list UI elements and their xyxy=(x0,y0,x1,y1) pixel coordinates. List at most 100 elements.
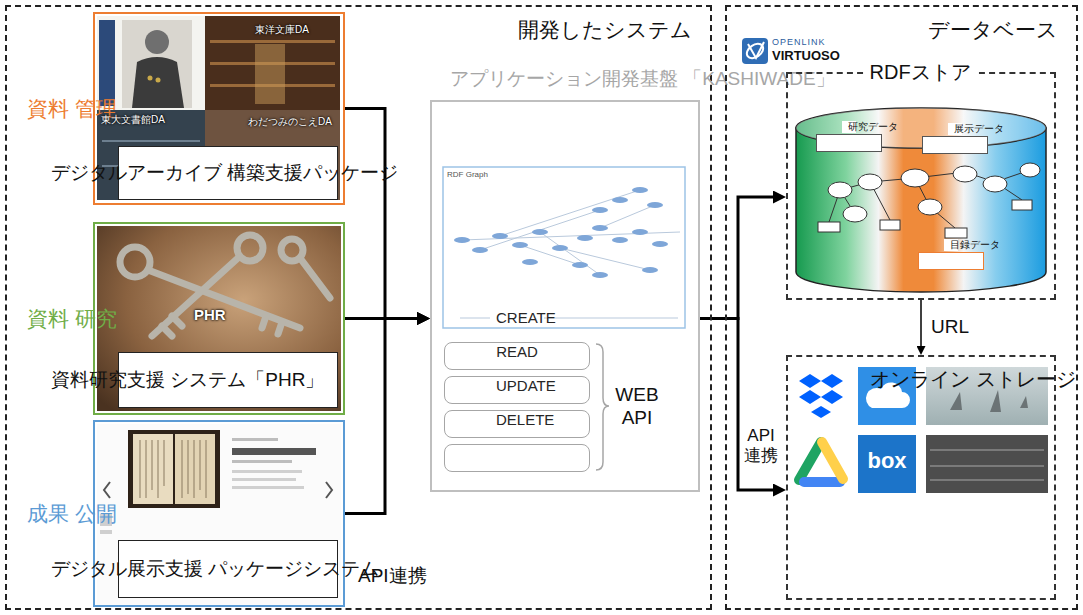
exhibit-page xyxy=(326,482,332,498)
platform-box: アプリケーション開発基盤 「KASHIWADE」CREATEREADUPDATE… xyxy=(430,100,700,492)
logo-text: OPENLINK xyxy=(772,37,826,48)
name-plate: デジタルアーカイブ 構築支援パッケージ xyxy=(118,146,338,200)
database-cylinder xyxy=(796,108,1046,292)
storage-icons xyxy=(950,390,1028,412)
connector xyxy=(345,319,422,514)
logo-text: VIRTUOSO xyxy=(772,48,840,64)
database-cylinder xyxy=(828,182,852,198)
keys-photo xyxy=(300,258,330,298)
api-method: UPDATE xyxy=(490,377,544,395)
rdf-graph-view xyxy=(612,237,628,243)
rdf-graph-view xyxy=(460,190,680,318)
exhibit-page xyxy=(182,440,206,498)
storage-icons xyxy=(821,374,843,388)
exhibit-page xyxy=(232,486,304,489)
keys-photo xyxy=(162,316,182,336)
database-cylinder xyxy=(829,170,1030,228)
database-cylinder xyxy=(818,163,1040,238)
rdf-graph-view xyxy=(443,167,685,328)
storage-icons xyxy=(821,390,843,404)
section-heading: 資料 管理 xyxy=(27,96,71,121)
brace xyxy=(596,344,609,470)
data-label: 目録データ xyxy=(944,239,958,251)
keys-photo xyxy=(262,316,282,334)
virtuoso-logo xyxy=(742,38,768,64)
section-heading: 資料 研究 xyxy=(27,306,71,331)
system-name: デジタルアーカイブ 構築支援パッケージ xyxy=(51,161,224,185)
data-label: 研究データ xyxy=(842,121,856,133)
rdf-graph-view xyxy=(577,235,593,241)
archive-photos xyxy=(205,16,340,110)
archive-photos xyxy=(99,20,115,106)
archive-photos xyxy=(255,44,285,104)
api-label: WEB API xyxy=(614,384,660,430)
region-title: 開発したシステム xyxy=(518,17,692,42)
keys-photo xyxy=(152,258,238,336)
platform-title: アプリケーション開発基盤 「KASHIWADE」 xyxy=(444,68,686,91)
data-tag: 目録データ xyxy=(918,252,984,270)
exhibit-page xyxy=(232,478,296,481)
exhibit-page xyxy=(100,514,112,526)
rdf-graph-view xyxy=(522,259,538,265)
section-heading: 成果 公開 xyxy=(27,501,71,526)
rdf-graph-view xyxy=(532,229,548,235)
rdf-graph-view xyxy=(647,202,663,208)
graph-title: RDF Graph xyxy=(447,170,488,180)
storage-icons xyxy=(822,442,843,479)
data-label: 展示データ xyxy=(948,123,962,135)
rdf-graph-view xyxy=(652,241,668,247)
system-name: 資料研究支援 システム「PHR」 xyxy=(51,368,208,392)
archive-photos xyxy=(210,40,335,43)
data-tag: 研究データ xyxy=(816,134,882,152)
rdf-graph-view xyxy=(572,262,588,268)
database-cylinder xyxy=(918,199,942,215)
archive-photos xyxy=(97,16,205,110)
store-title: RDFストア xyxy=(864,60,979,84)
rdf-graph-view xyxy=(592,207,608,213)
exhibit-page xyxy=(175,434,215,504)
database-cylinder xyxy=(901,169,929,187)
region-title: データベース xyxy=(928,17,1058,42)
rdf-graph-view xyxy=(454,237,470,243)
photo-caption: 東大文書館DA xyxy=(101,114,165,126)
rdf-graph-view xyxy=(552,245,568,251)
api-method: DELETE xyxy=(490,411,544,429)
connector-label: URL xyxy=(929,316,971,339)
storage-icons xyxy=(926,435,1048,493)
storage-icons xyxy=(799,374,821,388)
storage-icons xyxy=(858,435,916,493)
exhibit-page xyxy=(133,434,173,504)
storage-icons xyxy=(799,390,821,404)
exhibit-page xyxy=(100,530,112,534)
rdf-graph-view xyxy=(472,247,488,253)
rdf-store: RDFストア研究データ展示データ目録データ xyxy=(786,72,1056,300)
storage-icons xyxy=(930,450,1044,480)
logo-text: box xyxy=(867,448,906,474)
rdf-graph-view xyxy=(612,197,628,203)
exhibit-page xyxy=(232,460,292,463)
rdf-graph-view xyxy=(632,187,648,193)
connector xyxy=(920,300,922,350)
archive-photos xyxy=(145,30,169,54)
api-button: DELETE xyxy=(444,444,590,472)
photo-caption: PHR xyxy=(194,306,226,324)
database-cylinder xyxy=(953,166,977,182)
database-cylinder xyxy=(983,176,1007,192)
archive-photos xyxy=(122,20,192,108)
system-name: デジタル展示支援 パッケージシステム xyxy=(51,557,224,581)
data-tag: 展示データ xyxy=(922,136,988,154)
exhibit-page xyxy=(104,482,110,498)
storage-icons xyxy=(804,477,840,487)
brace xyxy=(596,344,609,470)
virtuoso-logo xyxy=(744,41,766,61)
system-region: 開発したシステム資料 管理デジタルアーカイブ 構築支援パッケージ資料 研究資料研… xyxy=(5,5,712,610)
storage-box: オンライン ストレージ xyxy=(786,355,1056,600)
rdf-graph-view xyxy=(492,233,508,239)
function-panel: 成果 公開デジタル展示支援 パッケージシステム xyxy=(93,420,345,607)
rdf-graph-view xyxy=(512,242,528,248)
storage-icons xyxy=(799,374,843,418)
database-cylinder xyxy=(829,170,1030,228)
exhibit-page xyxy=(232,438,278,441)
rdf-graph-view xyxy=(592,272,608,278)
